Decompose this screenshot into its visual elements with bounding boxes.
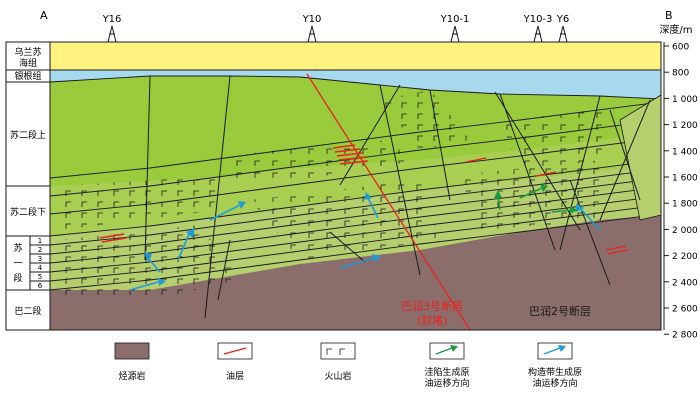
legend-oil-label: 油层 [226,370,244,382]
section-start-label: A [40,9,48,22]
bed-line [50,101,661,179]
derrick-icon [558,25,568,43]
derrick-icon [307,25,317,43]
unit-yingen: 银根组 [14,70,41,82]
well-label: Y10-3 [523,14,553,25]
section-end-label: B [665,9,673,22]
su1-sublayer-4: 4 [38,264,43,272]
legend-volcanic-label: 火山岩 [324,370,351,382]
bed-line [50,137,661,215]
legend-struct-label: 构造带生成原 [528,366,582,378]
legend-source-swatch [114,342,150,360]
su1-sublayer-5: 5 [38,273,42,281]
section-body [50,42,661,330]
legend-sag-label: 洼陷生成原 [424,366,469,378]
fault-2-label: 巴润2号断层 [529,304,591,318]
volcanic-zone-5 [60,225,240,300]
legend-sag-label-2: 油运移方向 [424,377,469,389]
legend-struct-label-2: 油运移方向 [532,377,577,389]
unit-su1-a: 苏 [13,242,22,254]
bed-line [50,177,661,255]
well-label: Y16 [102,14,122,25]
volcanic-zone-1 [60,176,220,230]
depth-tick-label: 2 200 [672,252,698,262]
well-label: Y10 [302,14,322,25]
bedding-lines [50,69,661,291]
volcanic-zone-6 [250,180,440,260]
depth-tick-label: 2 800 [672,331,698,341]
legend-sag-swatch [429,342,465,360]
legend-volcanic-swatch [320,342,356,360]
unit-su2-upper: 苏二段上 [10,129,46,141]
unit-wulansu-2: 海组 [19,57,37,69]
volcanic-zone-3 [380,90,470,150]
derrick-icon [107,25,117,43]
oil-layers [99,144,629,255]
depth-axis-title: 深度/m [659,23,692,36]
derrick-icon [533,25,543,43]
depth-tick-label: 600 [672,43,689,53]
unit-wulansu: 乌兰苏 [14,46,41,58]
depth-tick-label: 2 000 [672,226,698,236]
unit-su1-b: 一 [13,259,22,269]
depth-tick-label: 2 600 [672,305,698,315]
layer-yingen [50,70,661,99]
fault-3-note: (封堵) [417,313,448,327]
well-label: Y6 [556,14,569,25]
migration-arrows [129,184,601,291]
unit-su2-lower: 苏二段下 [10,206,46,218]
legend-source-label: 烃源岩 [118,370,145,382]
unit-su1-c: 段 [13,272,22,284]
depth-tick-label: 2 400 [672,278,698,288]
su1-sublayer-2: 2 [38,246,42,254]
barun-3-fault-line [306,73,471,330]
depth-tick-label: 1 200 [672,121,698,131]
bed-line [50,204,661,282]
layer-ba2-source [50,215,661,330]
su1-sublayer-6: 6 [38,282,43,290]
depth-tick-label: 1 400 [672,147,698,157]
su1-sublayer-1: 1 [38,237,42,245]
legend: 烃源岩 油层 火山岩 洼陷生成原 油运移方向 构造带生成原 油运移方向 [114,342,582,389]
depth-tick-label: 1 600 [672,174,698,184]
su1-sublayer-3: 3 [38,255,42,263]
depth-axis: 600 800 1 000 1 200 1 400 1 600 1 800 2 000 2 20… [663,42,698,341]
legend-struct-swatch [537,342,573,360]
unit-ba2: 巴二段 [14,305,41,317]
bed-line [50,168,661,246]
derrick-icon [450,25,460,43]
bed-line [50,195,661,273]
right-wedge [619,94,661,221]
well-label: Y10-1 [440,14,470,25]
depth-tick-label: 1 000 [672,95,698,105]
layer-wulansu [50,42,661,70]
fault-3-label: 巴润3号断层 [401,299,463,313]
faults [144,75,651,319]
unit-column [5,41,51,331]
depth-tick-label: 1 800 [672,200,698,210]
depth-tick-label: 800 [672,69,689,79]
bed-line [50,186,661,264]
bed-line [50,213,661,291]
